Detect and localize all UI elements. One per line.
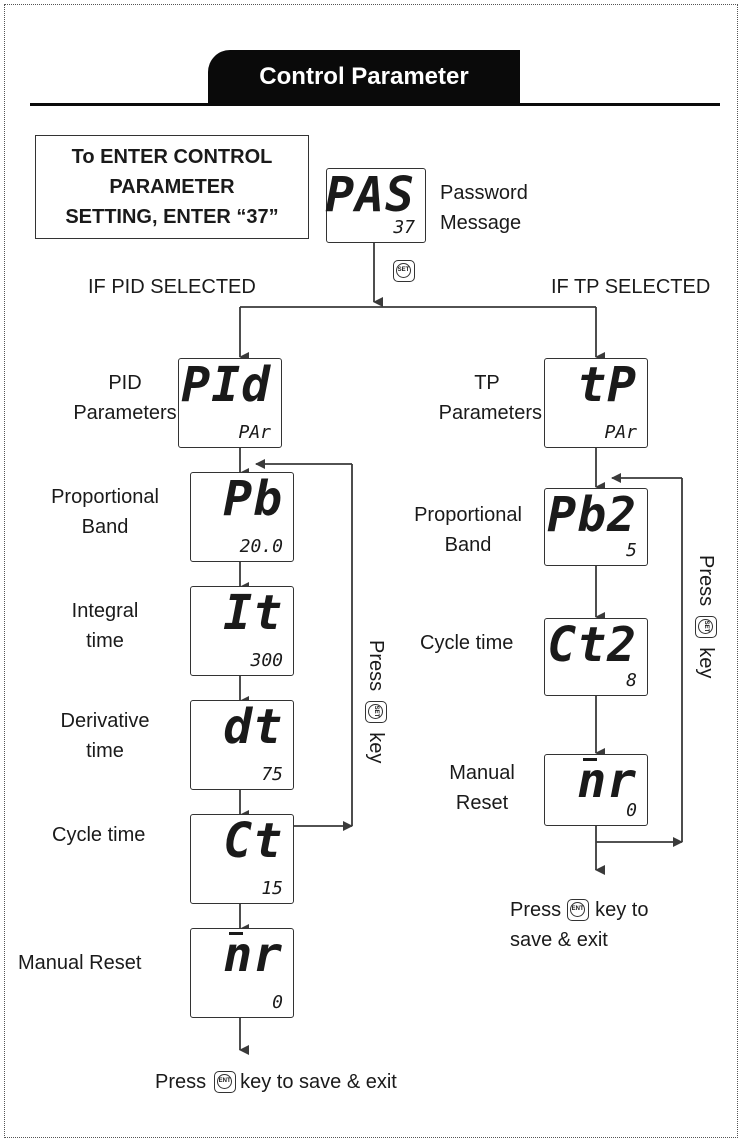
pid-step-label-6: Manual Reset	[18, 952, 142, 974]
pid-exit-note: Press ENT key to save & exit	[155, 1067, 397, 1097]
tp-exit-line1-text: key to	[595, 899, 649, 921]
pid-display-6-main: nr	[223, 927, 283, 983]
title-underline	[30, 103, 720, 106]
pid-display-2-sub: 20.0	[239, 536, 283, 557]
entry-instruction-box: To ENTER CONTROL PARAMETER SETTING, ENTE…	[35, 135, 309, 239]
pid-exit-ent-key-icon: ENT	[214, 1071, 237, 1093]
pid-display-5-main: Ct	[223, 813, 283, 869]
set-key-icon: SET	[393, 260, 415, 282]
branch-tp-label: IF TP SELECTED	[551, 276, 711, 298]
pid-loop-note: Press SET key	[364, 640, 388, 763]
pid-loop-key-text: key	[365, 732, 387, 764]
tp-loop-press-text: Press	[695, 555, 717, 607]
tp-loop-note: Press SET key	[694, 555, 718, 678]
pid-exit-press-text: Press	[155, 1071, 207, 1093]
set-key-text: SET	[396, 263, 411, 278]
pid-display-4: dt 75	[190, 699, 294, 790]
pid-display-3-sub: 300	[250, 650, 283, 671]
password-label: Password Message	[440, 178, 528, 238]
tp-exit-ent-key-icon: ENT	[567, 899, 590, 921]
tp-display-4-sub: 0	[626, 800, 637, 821]
pid-display-2-main: Pb	[223, 471, 283, 527]
tp-display-1-main: tP	[577, 357, 637, 413]
tp-loop-set-key-icon: SET	[695, 615, 717, 638]
page-border	[4, 4, 738, 1138]
page-title-text: Control Parameter	[259, 63, 469, 90]
pid-exit-rest-text: key to save & exit	[240, 1071, 397, 1093]
tp-display-3-sub: 8	[626, 670, 637, 691]
pid-display-6-overbar	[229, 932, 243, 935]
tp-exit-press-text: Press	[510, 899, 562, 921]
pid-loop-press-text: Press	[365, 640, 387, 692]
pid-loop-set-key-icon: SET	[365, 700, 387, 723]
tp-display-1: tP PAr	[544, 357, 648, 448]
pid-step-label-5: Cycle time	[52, 824, 146, 846]
pid-display-2: Pb 20.0	[190, 471, 294, 562]
password-label-line-2: Message	[440, 212, 522, 234]
tp-display-3-main: Ct2	[547, 617, 637, 673]
password-label-line-1: Password	[440, 182, 528, 204]
tp-step-label-3: Cycle time	[420, 632, 514, 654]
password-display-main: PAS	[325, 167, 415, 223]
tp-display-1-sub: PAr	[604, 422, 637, 443]
tp-display-2-main: Pb2	[547, 487, 637, 543]
tp-display-4-overbar	[583, 758, 597, 761]
pid-display-3-main: It	[223, 585, 283, 641]
password-display-sub: 37	[393, 217, 415, 238]
pid-display-1-main: PId	[181, 357, 271, 413]
tp-display-4-main: nr	[577, 753, 637, 809]
page-title: Control Parameter	[208, 50, 520, 104]
pid-display-4-sub: 75	[261, 764, 283, 785]
tp-display-2-sub: 5	[626, 540, 637, 561]
note-line-2: PARAMETER	[109, 176, 235, 198]
pid-display-6-sub: 0	[272, 992, 283, 1013]
note-line-3: SETTING, ENTER “37”	[65, 206, 279, 228]
pid-display-4-main: dt	[223, 699, 283, 755]
pid-display-5-sub: 15	[261, 878, 283, 899]
branch-pid-label: IF PID SELECTED	[88, 276, 256, 298]
password-display: PAS 37	[325, 167, 426, 243]
tp-loop-key-text: key	[695, 647, 717, 679]
pid-display-3: It 300	[190, 585, 294, 676]
pid-display-6: nr 0	[190, 927, 294, 1018]
tp-exit-note: Press ENT key to save & exit	[510, 895, 648, 955]
pid-display-5: Ct 15	[190, 813, 294, 904]
pid-display-1-sub: PAr	[238, 422, 271, 443]
tp-exit-line2-text: save & exit	[510, 929, 608, 951]
note-line-1: To ENTER CONTROL	[71, 146, 273, 168]
